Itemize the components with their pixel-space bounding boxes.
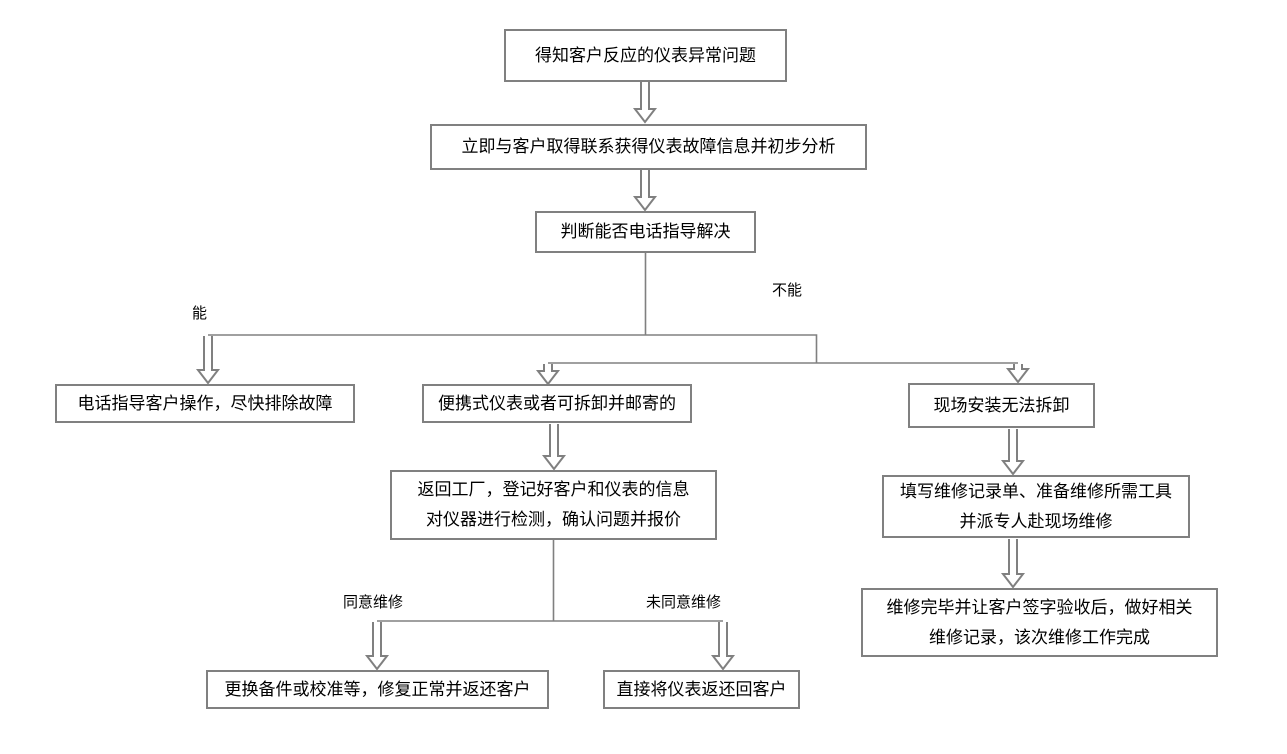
arrow-prepare-complete [1000,539,1026,589]
edge-label-cannot: 不能 [772,282,803,299]
node-portable: 便携式仪表或者可拆卸并邮寄的 [422,384,692,423]
node-label-line: 填写维修记录单、准备维修所需工具 [900,481,1172,501]
node-phone-guide: 电话指导客户操作，尽快排除故障 [55,384,355,423]
arrow-branch-portable [535,364,561,386]
node-onsite: 现场安装无法拆卸 [908,383,1095,428]
node-label-line: 并派专人赴现场维修 [959,511,1113,531]
arrow-onsite-prepare [1000,429,1026,476]
node-complete: 维修完毕并让客户签字验收后，做好相关 维修记录，该次维修工作完成 [861,588,1218,657]
node-label-line: 返回工厂，登记好客户和仪表的信息 [417,480,690,499]
edge-label-disagree: 未同意维修 [646,594,722,611]
node-prepare-dispatch: 填写维修记录单、准备维修所需工具 并派专人赴现场维修 [882,475,1190,538]
node-repair-return: 更换备件或校准等，修复正常并返还客户 [206,670,549,709]
node-label-line: 对仪器进行检测，确认问题并报价 [426,510,681,529]
arrow-portable-factory [541,424,567,471]
node-label-line: 维修完毕并让客户签字验收后，做好相关 [886,597,1193,617]
node-report: 得知客户反应的仪表异常问题 [504,29,787,82]
node-label-line: 维修记录，该次维修工作完成 [929,627,1150,647]
node-contact: 立即与客户取得联系获得仪表故障信息并初步分析 [430,124,867,170]
arrow-agree-repair-return [364,622,390,671]
edge-label-can: 能 [192,305,208,322]
node-factory-check: 返回工厂，登记好客户和仪表的信息 对仪器进行检测，确认问题并报价 [390,470,717,540]
arrow-contact-judge [632,170,658,212]
arrow-branch-onsite [1005,364,1031,384]
arrow-disagree-direct-return [710,622,736,671]
arrow-report-contact [632,82,658,124]
node-judge: 判断能否电话指导解决 [535,211,756,253]
edge-label-agree: 同意维修 [343,594,404,611]
connector-lines [208,253,1018,622]
node-direct-return: 直接将仪表返还回客户 [603,670,800,709]
arrow-branch-phone-guide [195,336,221,385]
